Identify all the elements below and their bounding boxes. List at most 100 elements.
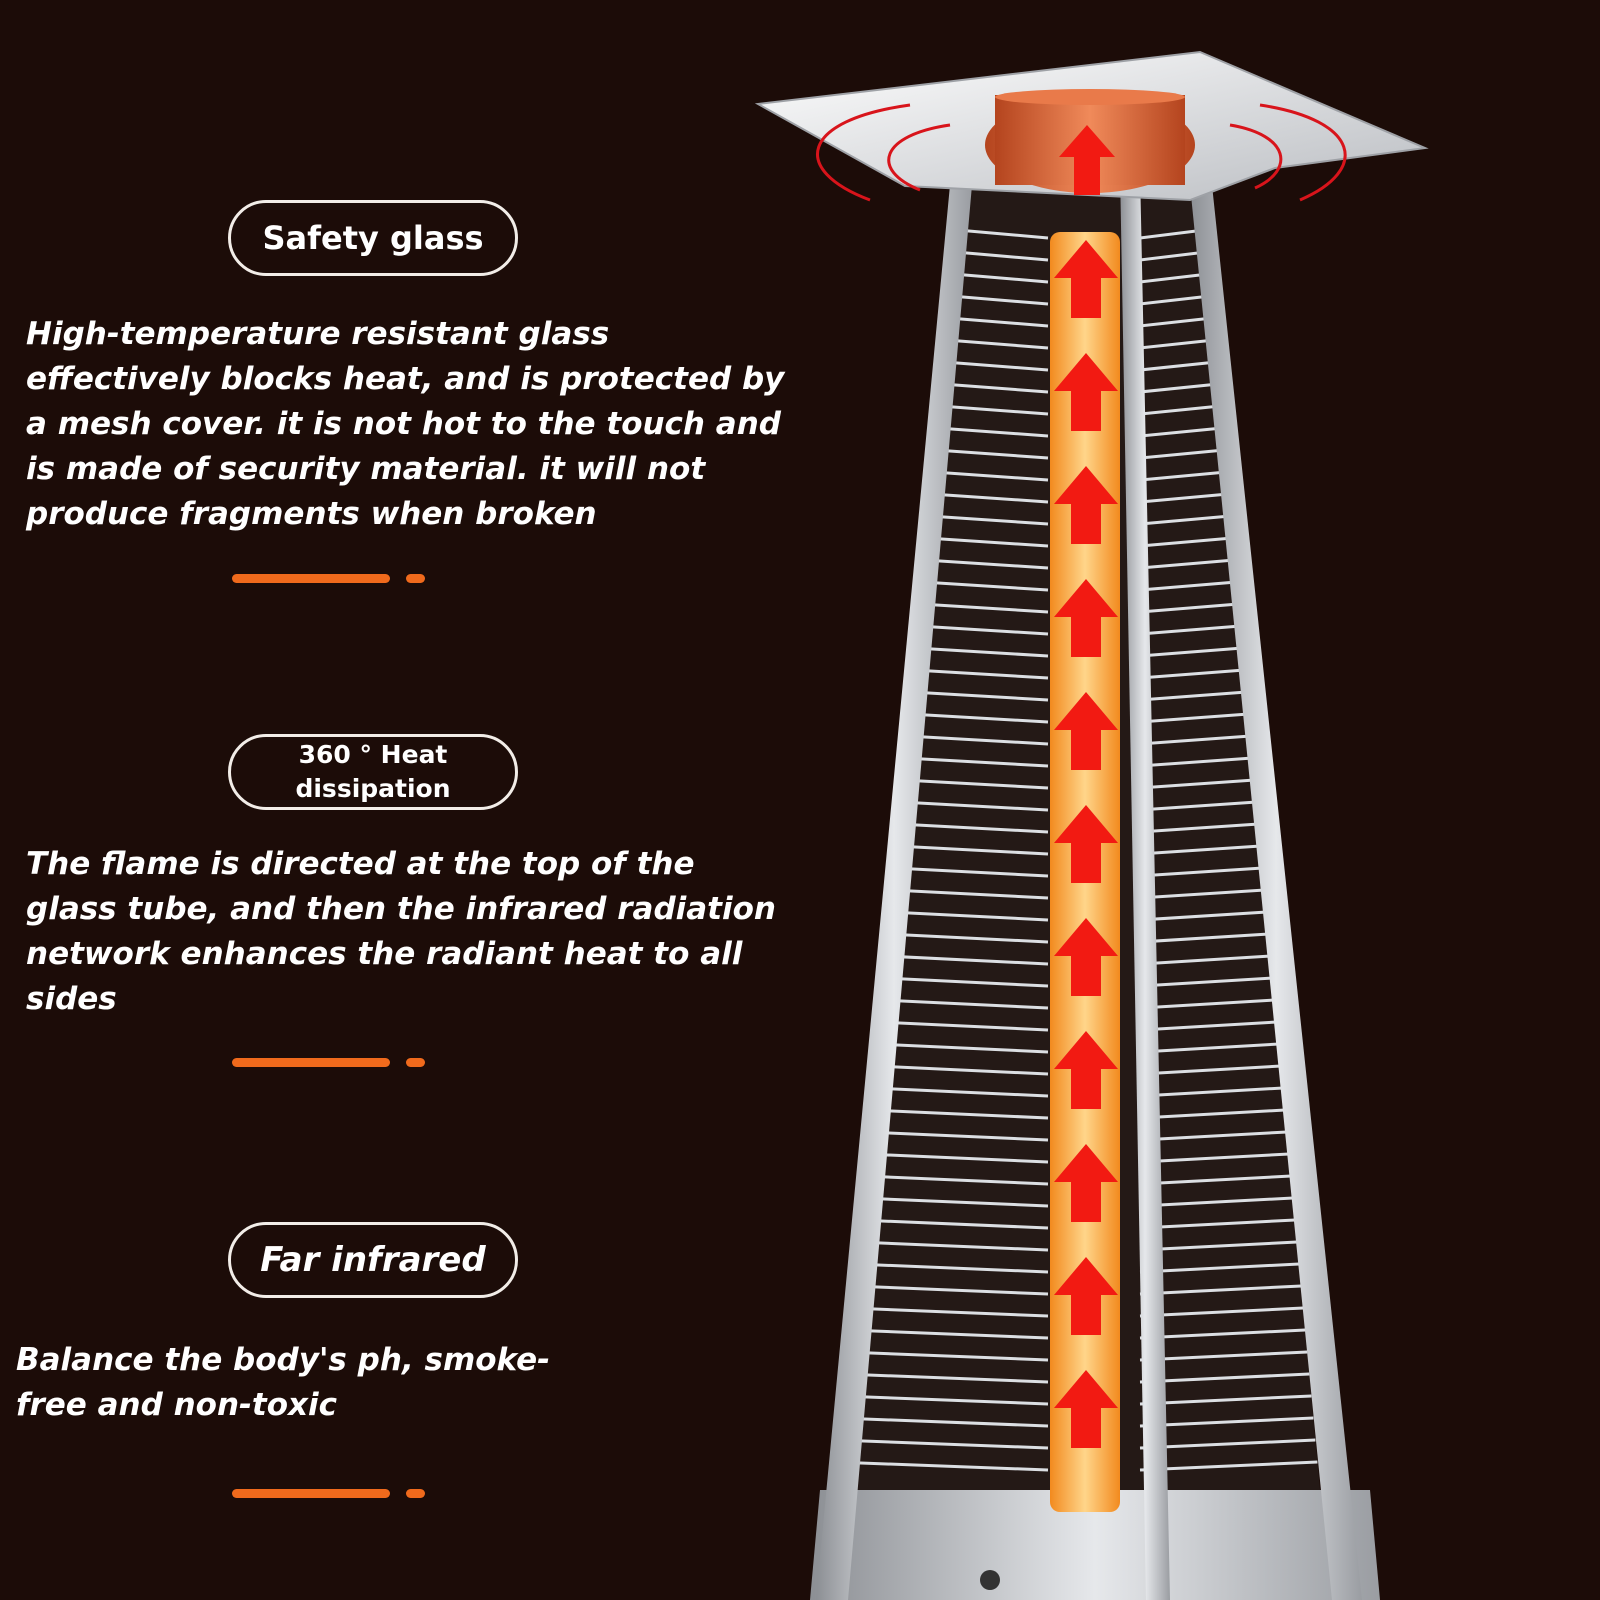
mesh-wire	[915, 646, 1049, 658]
mesh-wire	[1139, 492, 1229, 504]
mesh-wire	[893, 866, 1049, 878]
heat-arrow-icon	[1054, 466, 1118, 544]
mesh-wire	[865, 1152, 1049, 1164]
frame-post-right	[1190, 185, 1362, 1600]
mesh-wire	[1139, 932, 1269, 944]
mesh-wire	[920, 602, 1049, 614]
heat-wave-icon	[887, 123, 951, 192]
mesh-wire	[1139, 382, 1219, 394]
mesh-wire	[1139, 646, 1243, 658]
mesh-wire	[937, 426, 1049, 438]
feature-title-heat-dissipation: 360 ° Heat dissipation	[228, 734, 518, 810]
mesh-wire	[896, 844, 1049, 856]
mesh-wire	[1139, 1130, 1288, 1142]
mesh-wire	[1139, 1196, 1294, 1208]
mesh-wire	[1139, 250, 1207, 262]
mesh-wire	[1139, 1086, 1284, 1098]
mesh-wire	[1139, 360, 1217, 372]
mesh-wire	[944, 360, 1049, 372]
mesh-wire	[950, 294, 1049, 306]
divider-bar	[232, 1489, 390, 1498]
mesh-wire	[904, 756, 1049, 768]
ignition-knob	[980, 1570, 1000, 1590]
mesh-wire	[1139, 228, 1205, 240]
mesh-wire	[1139, 1394, 1312, 1406]
mesh-wire	[1139, 448, 1225, 460]
mesh-wire	[931, 492, 1049, 504]
mesh-wire	[939, 404, 1049, 416]
mesh-wire	[1139, 866, 1263, 878]
heat-wave-icon	[1259, 103, 1347, 202]
mesh-wire	[907, 734, 1049, 746]
mesh-wire	[1139, 1284, 1302, 1296]
mesh-wire	[1139, 976, 1274, 988]
mesh-wire	[1139, 712, 1249, 724]
mesh-wire	[887, 932, 1049, 944]
mesh-wire	[957, 228, 1049, 240]
divider-bar	[232, 574, 390, 583]
heat-arrow-icon	[1054, 692, 1118, 770]
frame-post-left	[816, 185, 972, 1600]
mesh-wire	[1139, 1042, 1280, 1054]
mesh-wire	[1139, 1240, 1298, 1252]
divider-bar	[232, 1058, 390, 1067]
feature-title-safety-glass: Safety glass	[228, 200, 518, 276]
mesh-wire	[1139, 1262, 1300, 1274]
mesh-wire	[917, 624, 1049, 636]
mesh-wire	[876, 1042, 1049, 1054]
heat-arrow-icon	[1054, 579, 1118, 657]
mesh-wire	[836, 1438, 1049, 1450]
mesh-wire	[1139, 338, 1215, 350]
mesh-wire	[863, 1174, 1049, 1186]
mesh-wire	[953, 272, 1049, 284]
mesh-wire	[924, 558, 1049, 570]
mesh-wire	[1139, 800, 1257, 812]
mesh-wire	[922, 580, 1049, 592]
mesh-wire	[885, 954, 1049, 966]
mesh-wire	[1139, 470, 1227, 482]
radiation-mesh	[834, 228, 1318, 1472]
mesh-wire	[871, 1086, 1049, 1098]
mesh-wire	[891, 888, 1049, 900]
mesh-wire	[898, 822, 1049, 834]
mesh-wire	[946, 338, 1049, 350]
mesh-wire	[933, 470, 1049, 482]
feature-description-far-infrared: Balance the body's ph, smoke-free and no…	[16, 1342, 550, 1423]
heat-arrow-icon	[1054, 1257, 1118, 1335]
mesh-wire	[942, 382, 1049, 394]
heat-arrow-icon	[1054, 240, 1118, 318]
divider-dot	[406, 1058, 425, 1067]
mesh-wire	[880, 998, 1049, 1010]
mesh-wire	[861, 1196, 1049, 1208]
mesh-wire	[1139, 734, 1251, 746]
mesh-wire	[1139, 822, 1259, 834]
mesh-wire	[1139, 844, 1261, 856]
mesh-wire	[845, 1350, 1049, 1362]
mesh-wire	[1139, 910, 1267, 922]
mesh-wire	[878, 1020, 1049, 1032]
mesh-wire	[1139, 272, 1209, 284]
mesh-wire	[926, 536, 1049, 548]
mesh-wire	[1139, 1108, 1286, 1120]
heat-arrow-icon	[1054, 805, 1118, 883]
mesh-wire	[1139, 1416, 1314, 1428]
feature-title-line1: 360 ° Heat	[298, 740, 448, 769]
divider-dot	[406, 1489, 425, 1498]
mesh-wire	[1139, 316, 1213, 328]
feature-description-heat-dissipation: The flame is directed at the top of the …	[26, 846, 776, 1017]
mesh-wire	[1139, 536, 1233, 548]
mesh-wire	[1139, 1350, 1308, 1362]
mesh-wire	[902, 778, 1049, 790]
mesh-wire	[1139, 756, 1253, 768]
heat-arrow-icon	[1054, 918, 1118, 996]
mesh-wire	[843, 1372, 1049, 1384]
feature-description-safety-glass: High-temperature resistant glass effecti…	[26, 316, 785, 532]
mesh-wire	[858, 1218, 1049, 1230]
mesh-wire	[1139, 778, 1255, 790]
mesh-wire	[1139, 1020, 1278, 1032]
frame-post-center	[1120, 170, 1170, 1600]
mesh-wire	[1139, 602, 1239, 614]
mesh-wire	[867, 1130, 1049, 1142]
mesh-wire	[955, 250, 1049, 262]
mesh-wire	[911, 690, 1049, 702]
